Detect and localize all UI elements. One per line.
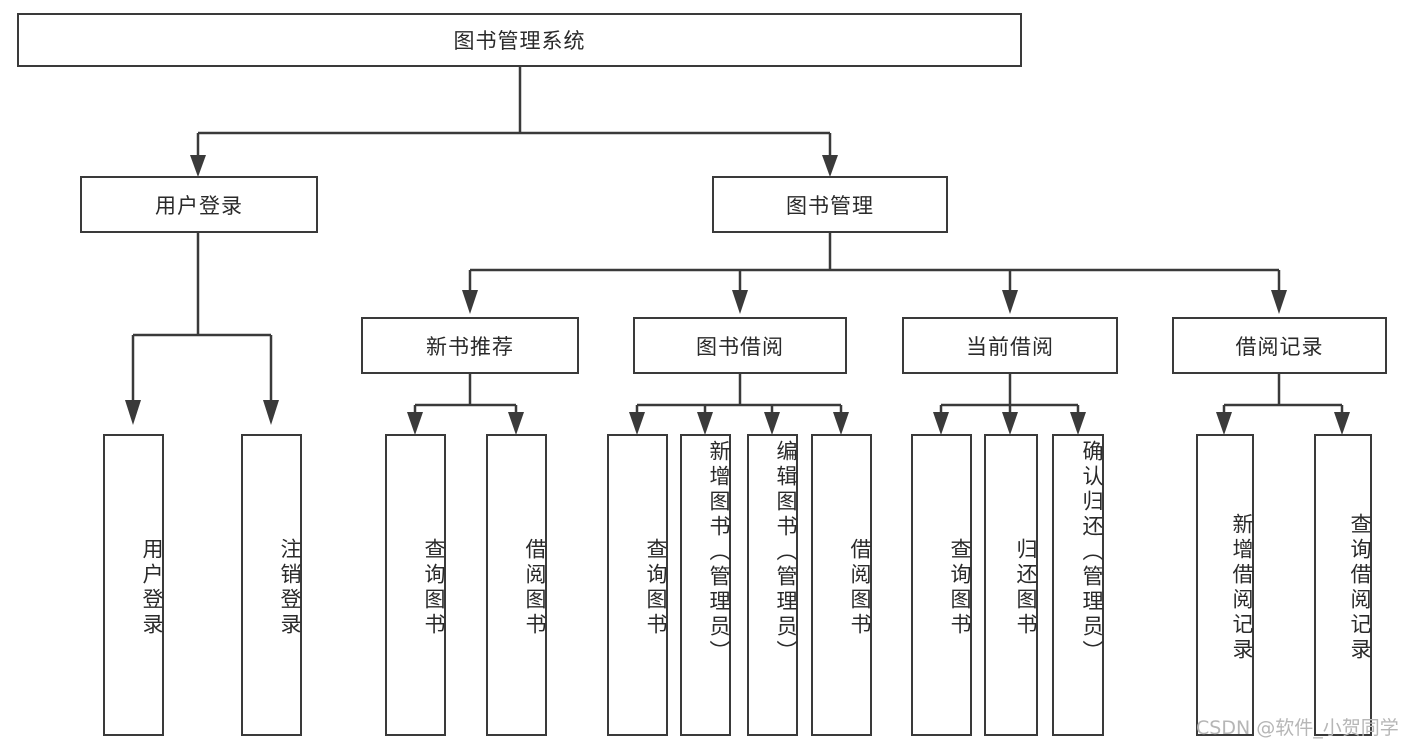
node-label: 图书管理系统 <box>453 29 586 53</box>
node-label: 新书推荐 <box>426 334 514 359</box>
leaf-add-book[interactable]: 新增图书（管理员） <box>680 434 731 736</box>
node-label: 编辑图书（管理员） <box>774 440 798 665</box>
node-label: 当前借阅 <box>966 334 1054 359</box>
leaf-query-book-2[interactable]: 查询图书 <box>607 434 668 736</box>
leaf-user-login[interactable]: 用户登录 <box>103 434 164 736</box>
node-user-login[interactable]: 用户登录 <box>80 176 318 233</box>
leaf-confirm-return[interactable]: 确认归还（管理员） <box>1052 434 1104 736</box>
leaf-query-record[interactable]: 查询借阅记录 <box>1314 434 1372 736</box>
node-root[interactable]: 图书管理系统 <box>17 13 1022 67</box>
leaf-add-record[interactable]: 新增借阅记录 <box>1196 434 1254 736</box>
node-label: 用户登录 <box>140 538 164 638</box>
node-borrow-record[interactable]: 借阅记录 <box>1172 317 1387 374</box>
leaf-edit-book[interactable]: 编辑图书（管理员） <box>747 434 798 736</box>
node-label: 借阅图书 <box>523 538 547 638</box>
node-label: 用户登录 <box>155 193 243 218</box>
node-label: 图书借阅 <box>696 334 784 359</box>
leaf-borrow-book-2[interactable]: 借阅图书 <box>811 434 872 736</box>
node-label: 归还图书 <box>1014 538 1038 638</box>
leaf-query-book-1[interactable]: 查询图书 <box>385 434 446 736</box>
leaf-query-book-3[interactable]: 查询图书 <box>911 434 972 736</box>
leaf-logout[interactable]: 注销登录 <box>241 434 302 736</box>
node-label: 新增借阅记录 <box>1230 513 1254 663</box>
node-label: 查询图书 <box>644 538 668 638</box>
node-book-borrow[interactable]: 图书借阅 <box>633 317 847 374</box>
node-label: 借阅记录 <box>1235 334 1324 359</box>
node-label: 查询图书 <box>422 538 446 638</box>
node-label: 借阅图书 <box>848 538 872 638</box>
node-label: 确认归还（管理员） <box>1080 440 1104 665</box>
node-label: 新增图书（管理员） <box>707 440 731 665</box>
csdn-watermark: CSDN @软件_小贺同学 <box>1196 717 1399 739</box>
node-label: 查询借阅记录 <box>1348 513 1372 663</box>
leaf-borrow-book-1[interactable]: 借阅图书 <box>486 434 547 736</box>
leaf-return-book[interactable]: 归还图书 <box>984 434 1038 736</box>
node-new-book-rec[interactable]: 新书推荐 <box>361 317 579 374</box>
node-label: 注销登录 <box>278 538 302 638</box>
node-label: 图书管理 <box>786 193 874 218</box>
node-label: 查询图书 <box>948 538 972 638</box>
node-current-borrow[interactable]: 当前借阅 <box>902 317 1118 374</box>
node-book-manage[interactable]: 图书管理 <box>712 176 948 233</box>
